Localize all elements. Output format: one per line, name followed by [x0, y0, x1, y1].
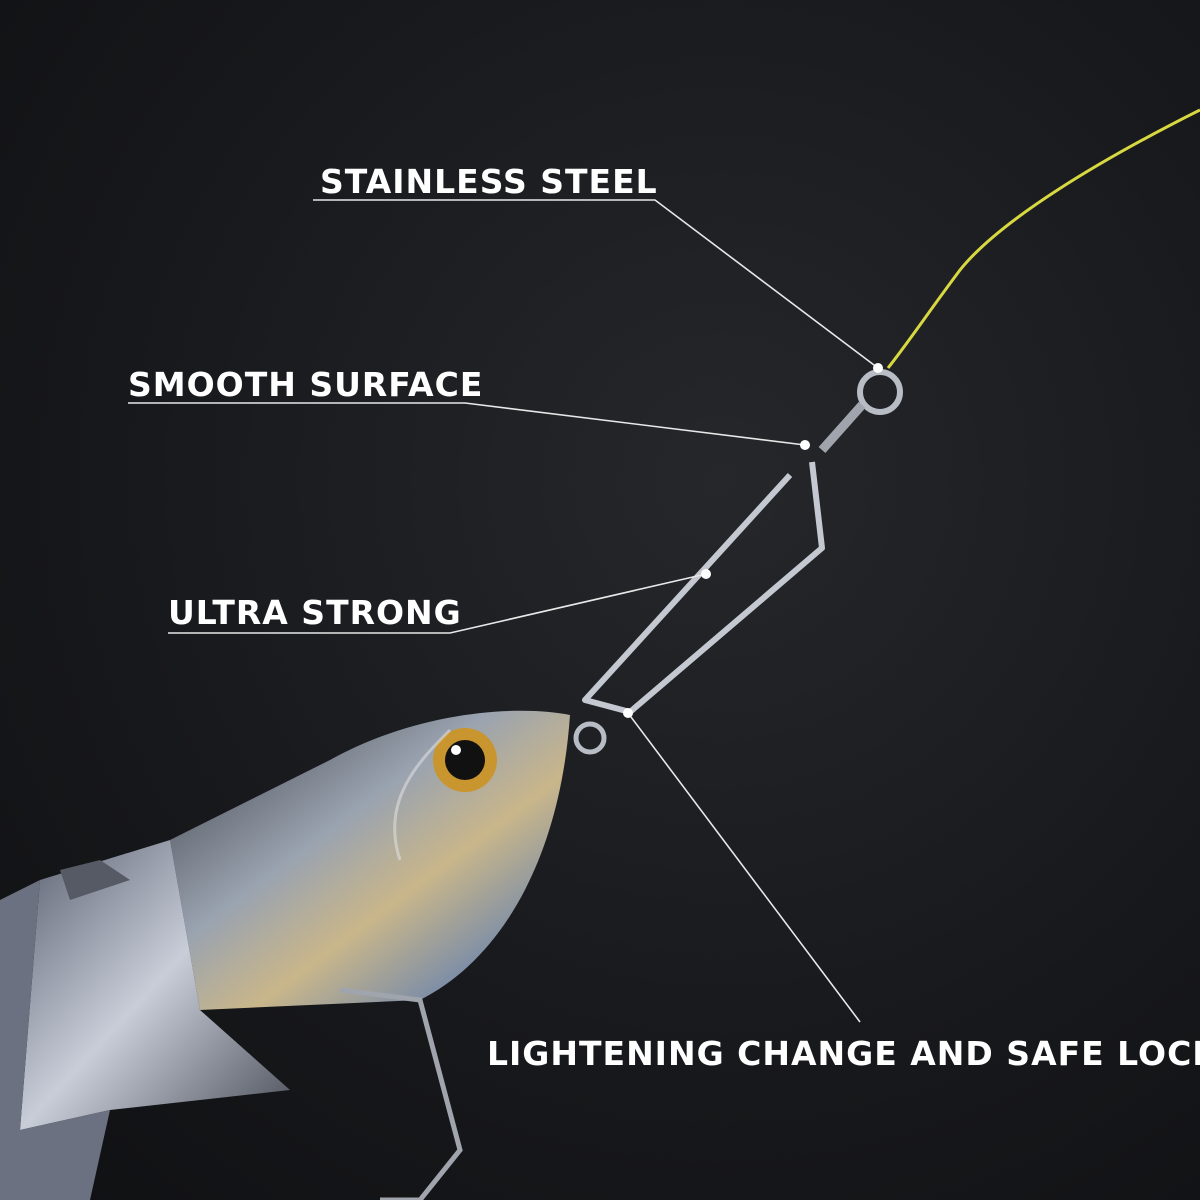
fish-head: [170, 710, 570, 1010]
callout-dot: [800, 440, 810, 450]
fish-eye-highlight: [451, 745, 461, 755]
label-ultra-strong: ULTRA STRONG: [168, 593, 462, 632]
swivel: [818, 402, 866, 453]
treble-hook: [339, 987, 463, 1200]
fishing-line: [886, 108, 1200, 369]
gill-line: [393, 728, 452, 861]
label-stainless-steel: STAINLESS STEEL: [320, 162, 658, 201]
fish-body-segment: [20, 840, 290, 1130]
callout-dot: [873, 363, 883, 373]
leader-safe-lock: [627, 712, 861, 1023]
swivel-ring: [857, 369, 903, 415]
fish-fin: [60, 860, 130, 900]
label-smooth-surface: SMOOTH SURFACE: [128, 365, 484, 404]
label-safe-lock: LIGHTENING CHANGE AND SAFE LOCK: [487, 1034, 1200, 1073]
fish-pupil: [445, 740, 485, 780]
snap: [582, 461, 825, 715]
leader-ultra-strong: [168, 573, 707, 634]
callout-dot: [701, 569, 711, 579]
callout-dot: [623, 708, 633, 718]
fish-body-segment: [0, 880, 110, 1200]
leader-stainless-steel: [313, 199, 879, 369]
leader-smooth-surface: [128, 402, 806, 446]
snap-ring: [573, 721, 607, 755]
fish-lure: [0, 710, 570, 1200]
